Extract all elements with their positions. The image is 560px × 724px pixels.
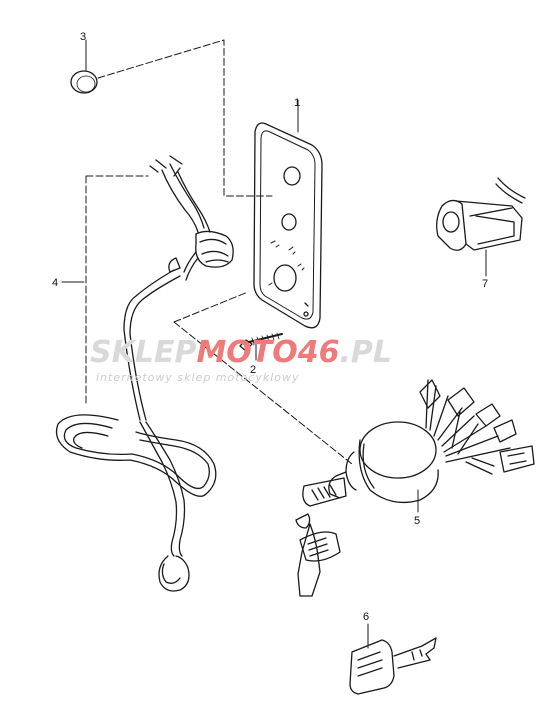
callout-7: 7 [482,278,488,290]
leader-lines [61,39,487,649]
callout-3: 3 [80,31,86,43]
callout-6: 6 [363,611,369,623]
svg-text:SKLEPMOTO46.PL: SKLEPMOTO46.PL [90,335,392,370]
ignition-switch [295,379,535,597]
mounting-plate [253,122,323,329]
watermark: SKLEPMOTO46.PL internetowy sklep motocyk… [90,335,392,384]
bracket [436,177,526,251]
callout-1: 1 [294,97,300,109]
key [349,637,437,695]
callout-4: 4 [52,277,58,289]
screw [239,332,283,352]
callout-2: 2 [250,364,256,376]
svg-text:internetowy sklep motocyklowy: internetowy sklep motocyklowy [96,371,300,384]
wire-harness [55,155,234,592]
callout-5: 5 [414,515,420,527]
cap-plug [70,70,98,94]
